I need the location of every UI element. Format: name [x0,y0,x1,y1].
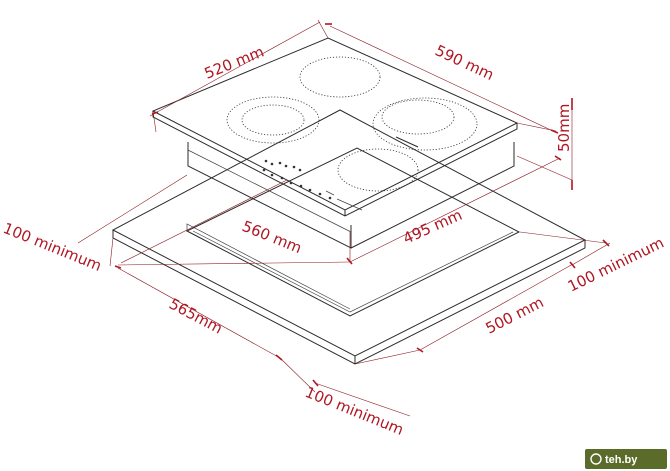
zone-extension-mark [395,136,419,148]
watermark-logo-icon [590,453,602,465]
arrow-tick [151,111,159,115]
ext-line [571,242,611,266]
control-dot [292,165,296,169]
control-dot [270,162,274,166]
control-dot [278,161,282,165]
ext-line [516,155,573,181]
arrow-tick [554,155,562,161]
ext-line [117,261,351,266]
dim-100-front [314,382,411,417]
dim-590 [329,25,556,133]
cutout-outline [185,147,521,317]
label-clearance-front: 100 minimum [303,383,407,439]
control-dot [280,176,284,180]
arrow-tick [346,257,353,265]
dim-560 [120,179,288,264]
hob-body-seam [187,149,352,233]
control-dot [328,196,332,200]
control-dot [308,188,312,192]
dim-100-left [77,174,188,244]
arrow-tick [569,261,576,269]
arrow-tick [416,347,424,353]
dimension-labels: 520 mm 590 mm 50mm 560 mm 495 mm 100 min… [1,41,667,439]
label-hob-height: 50mm [555,104,573,152]
glass-edge [152,111,518,217]
zone-rear-right-inner [381,99,455,135]
control-dot [264,159,268,163]
control-dot [318,192,322,196]
control-dot [289,181,293,185]
dim-520 [149,21,321,117]
hob-body-right [350,142,515,249]
hob-body-left [187,142,352,249]
brand-logo-mark [336,198,363,211]
cooking-zones [226,56,478,192]
dim-565 [117,267,281,359]
watermark-text: teh.by [605,454,638,466]
ext-line [317,19,329,39]
cutout-opening [185,147,521,317]
dim-100-right [519,231,607,244]
zone-front-left-inner [241,104,305,136]
ext-line [354,349,421,365]
control-dot [299,184,303,188]
ext-line [152,110,157,133]
dimension-lines [77,19,611,417]
cutout-depth-edge [186,223,351,310]
ext-line [516,122,557,132]
dim-500 [419,263,574,351]
arrow-tick [550,129,559,134]
zone-front-right [337,148,419,192]
ext-line [279,357,316,393]
label-worktop-depth: 565mm [166,295,226,338]
control-dot [262,168,266,172]
control-slider-mark [325,190,335,196]
arrow-tick [312,379,319,387]
label-cutout-width: 495 mm [400,206,465,248]
label-cutout-depth: 560 mm [240,217,305,257]
touch-controls [262,159,363,211]
watermark: teh.by [585,449,667,469]
hob-body [187,142,515,249]
arrow-tick [602,239,610,247]
zone-rear-left [299,56,381,98]
ext-line [109,237,114,267]
watermark-badge [585,449,667,469]
arrow-tick [275,354,283,361]
label-worktop-width: 500 mm [483,293,547,337]
arrow-tick [114,265,122,269]
label-clearance-left: 100 minimum [1,219,105,275]
control-dot [284,164,288,168]
dimension-arrows [114,23,610,387]
zone-front-left-outer [226,96,320,144]
dim-495 [349,157,561,263]
control-dot [270,173,274,177]
cutout-inner-edge [192,230,514,313]
label-hob-width: 590 mm [432,41,496,84]
control-dot [298,168,302,172]
zone-rear-right-outer [372,97,478,151]
